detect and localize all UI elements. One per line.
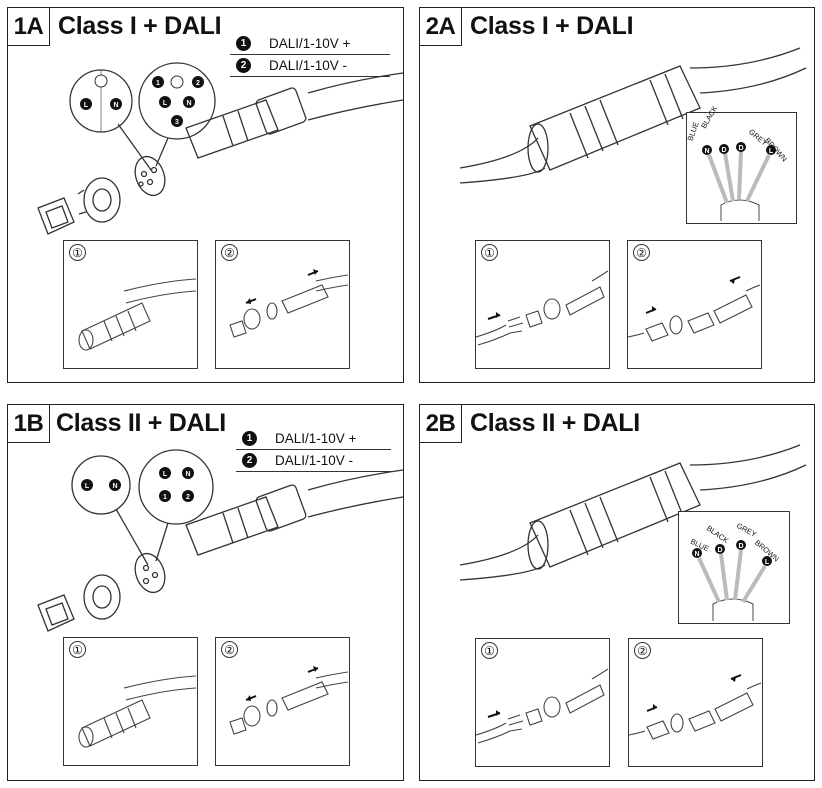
assembly-steps-icon xyxy=(627,276,761,342)
legend-row: 1 DALI/1-10V + xyxy=(236,427,391,449)
legend-text: DALI/1-10V + xyxy=(275,430,357,446)
pin-label: 2 xyxy=(196,80,200,87)
legend: 1 DALI/1-10V + 2 DALI/1-10V - xyxy=(236,427,391,472)
connector-exploded-illustration: L N 1 2 L N 3 xyxy=(37,62,404,235)
wire-marker: N xyxy=(704,148,709,155)
step-number: ② xyxy=(633,244,650,261)
assembled-connector-illustration xyxy=(459,444,807,581)
panel-tag: 2A xyxy=(420,8,462,46)
legend-row: 2 DALI/1-10V - xyxy=(236,449,391,471)
step-1-box: ① xyxy=(475,240,610,369)
wire-marker: L xyxy=(765,559,770,566)
panel-title: Class I + DALI xyxy=(470,12,634,40)
step-2-box: ② xyxy=(628,638,763,767)
step-1-box: ① xyxy=(475,638,610,767)
pin-label: L xyxy=(163,100,168,107)
wire-marker: D xyxy=(738,543,743,550)
step-number: ① xyxy=(481,244,498,261)
pin-label: N xyxy=(186,100,191,107)
wiring-inset: N D D L BLUE BLACK GREY BROWN xyxy=(678,511,790,624)
pin-label: 1 xyxy=(156,80,160,87)
wire-insert-icon xyxy=(475,668,609,744)
assembled-connector-icon xyxy=(78,278,197,351)
legend-text: DALI/1-10V + xyxy=(269,35,351,51)
wire-marker: D xyxy=(738,145,743,152)
wiring-inset: N D D L BLUE BLACK GREY BROWN xyxy=(686,104,797,224)
step-2-box: ② xyxy=(215,637,350,766)
panel-tag: 1A xyxy=(8,8,50,46)
legend-number: 1 xyxy=(242,430,257,446)
panel-title: Class I + DALI xyxy=(58,12,222,40)
step-number: ② xyxy=(221,244,238,261)
assembly-steps-icon xyxy=(229,666,349,735)
wire-marker: D xyxy=(721,147,726,154)
assembly-steps-icon xyxy=(628,674,762,740)
legend-number: 2 xyxy=(236,57,251,73)
panel-2b: 2B Class II + DALI N D D L BLUE BLACK GR… xyxy=(419,404,815,781)
connector-exploded-illustration: L N L N 1 2 xyxy=(37,449,404,632)
pin-label: 3 xyxy=(175,119,179,126)
legend-text: DALI/1-10V - xyxy=(275,452,354,468)
panel-tag: 1B xyxy=(8,405,50,443)
panel-2a: 2A Class I + DALI N D D L BLUE BLACK GRE… xyxy=(419,7,815,383)
panel-1b: 1B Class II + DALI 1 DALI/1-10V + 2 DALI… xyxy=(7,404,404,781)
step-2-box: ② xyxy=(627,240,762,369)
wire-marker: L xyxy=(769,148,774,155)
assembly-steps-icon xyxy=(229,269,349,338)
wire-diagram: N D D L xyxy=(692,540,772,621)
step-number: ① xyxy=(481,642,498,659)
step-number: ① xyxy=(69,244,86,261)
assembled-connector-icon xyxy=(78,675,197,748)
step-number: ② xyxy=(634,642,651,659)
panel-tag: 2B xyxy=(420,405,462,443)
panel-title: Class II + DALI xyxy=(56,409,226,437)
wire-diagram: N D D L xyxy=(702,142,776,221)
legend-number: 1 xyxy=(236,35,251,51)
pin-label: L xyxy=(85,483,90,490)
step-1-box: ① xyxy=(63,637,198,766)
pin-label: 1 xyxy=(163,494,167,501)
wire-marker: D xyxy=(717,547,722,554)
step-1-box: ① xyxy=(63,240,198,369)
legend-number: 2 xyxy=(242,452,257,468)
step-number: ① xyxy=(69,641,86,658)
pin-label: N xyxy=(185,471,190,478)
step-2-box: ② xyxy=(215,240,350,369)
panel-title: Class II + DALI xyxy=(470,409,640,437)
legend-row: 1 DALI/1-10V + xyxy=(230,32,390,54)
wire-insert-icon xyxy=(475,270,609,346)
pin-label: N xyxy=(113,102,118,109)
pin-label: L xyxy=(163,471,168,478)
pin-label: 2 xyxy=(186,494,190,501)
panel-1a: 1A Class I + DALI 1 DALI/1-10V + 2 DALI/… xyxy=(7,7,404,383)
legend: 1 DALI/1-10V + 2 DALI/1-10V - xyxy=(230,32,390,77)
step-number: ② xyxy=(221,641,238,658)
pin-label: L xyxy=(84,102,89,109)
pin-label: N xyxy=(112,483,117,490)
legend-text: DALI/1-10V - xyxy=(269,57,348,73)
assembled-connector-illustration xyxy=(459,47,807,184)
legend-row: 2 DALI/1-10V - xyxy=(230,54,390,76)
wire-marker: N xyxy=(694,551,699,558)
